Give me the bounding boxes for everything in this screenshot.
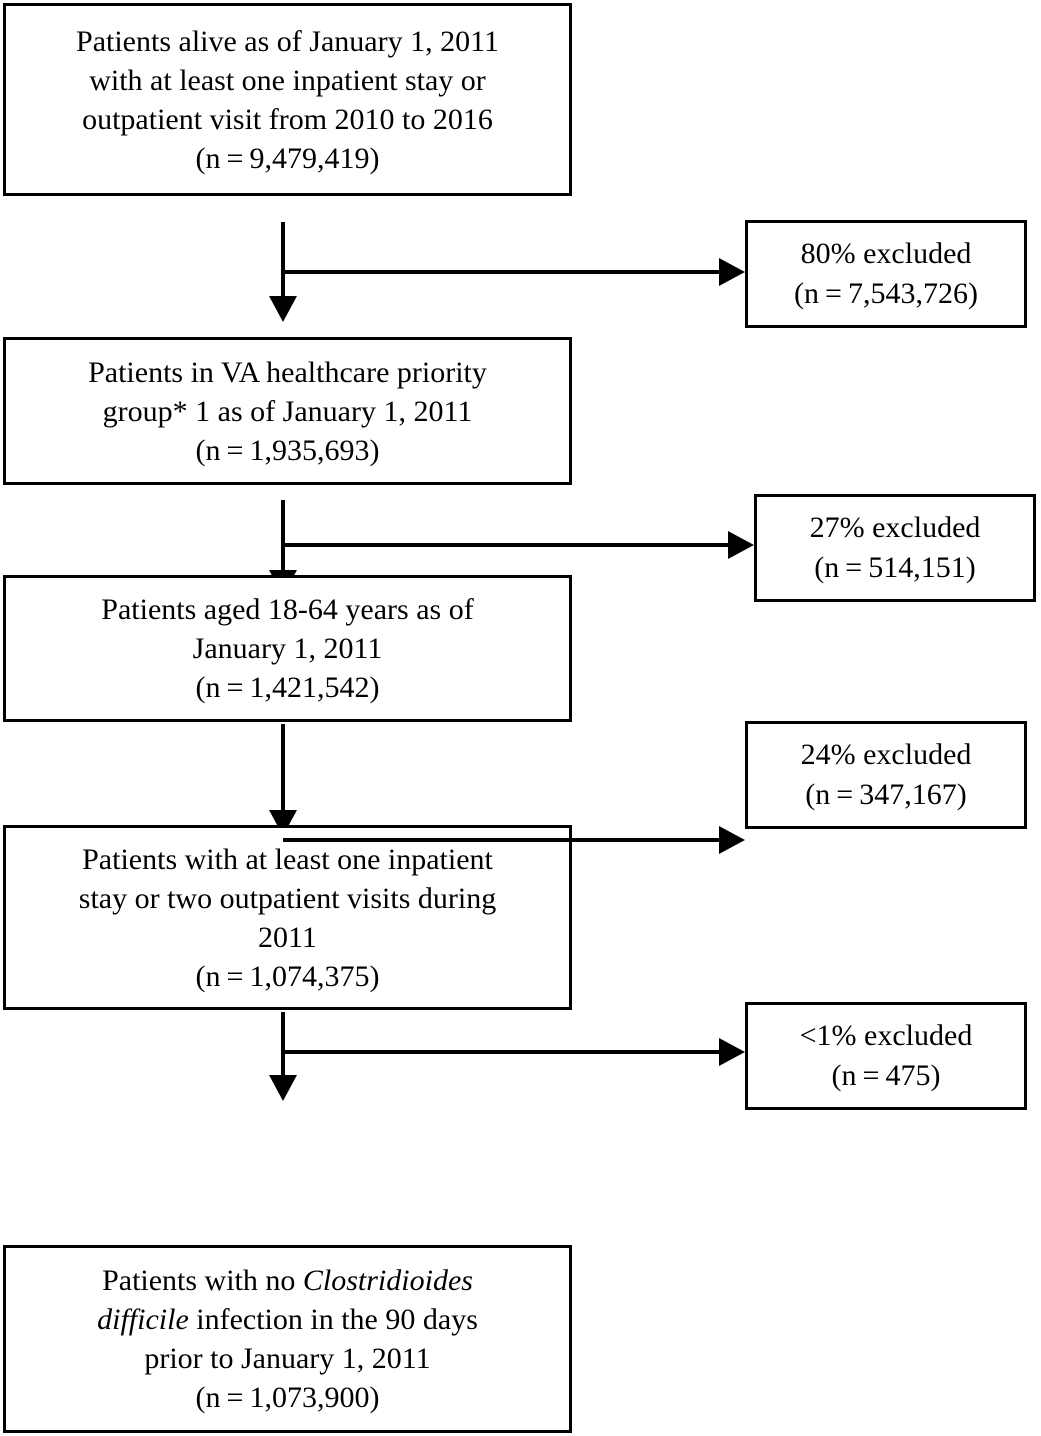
connector-arrow-right-3 — [719, 826, 745, 854]
connector-arrow-down-4 — [269, 1075, 297, 1101]
final-line1-prefix: Patients with no — [102, 1264, 303, 1297]
final-line2-italic: difficile — [97, 1303, 189, 1336]
exclusion-box-1: 80% excluded (n = 7,543,726) — [745, 220, 1027, 328]
cohort-box-1-text: Patients alive as of January 1, 2011 wit… — [76, 24, 499, 175]
connector-arrow-down-1 — [269, 296, 297, 322]
exclusion-box-4-text: <1% excluded (n = 475) — [799, 1018, 973, 1092]
cohort-box-5-text: Patients with no Clostridioides difficile… — [6, 1261, 569, 1417]
connector-horizontal-4 — [283, 1050, 725, 1054]
final-line1-italic: Clostridioides — [302, 1264, 473, 1297]
exclusion-box-3-text: 24% excluded (n = 347,167) — [800, 737, 972, 811]
connector-horizontal-1 — [283, 270, 725, 274]
exclusion-box-2: 27% excluded (n = 514,151) — [754, 494, 1036, 602]
cohort-box-1: Patients alive as of January 1, 2011 wit… — [3, 3, 572, 196]
exclusion-box-2-text: 27% excluded (n = 514,151) — [809, 510, 981, 584]
cohort-box-3: Patients aged 18-64 years as of January … — [3, 575, 572, 722]
exclusion-box-4: <1% excluded (n = 475) — [745, 1002, 1027, 1110]
cohort-box-5-final: Patients with no Clostridioides difficile… — [3, 1245, 572, 1433]
connector-vertical-2 — [281, 500, 285, 578]
connector-arrow-right-4 — [719, 1038, 745, 1066]
connector-vertical-1 — [281, 222, 285, 304]
connector-vertical-3 — [281, 724, 285, 822]
cohort-box-2: Patients in VA healthcare priority group… — [3, 337, 572, 485]
final-line4: (n = 1,073,900) — [195, 1381, 380, 1414]
connector-arrow-right-2 — [728, 531, 754, 559]
final-line3: prior to January 1, 2011 — [144, 1342, 431, 1375]
exclusion-box-3: 24% excluded (n = 347,167) — [745, 721, 1027, 829]
exclusion-box-1-text: 80% excluded (n = 7,543,726) — [794, 236, 978, 310]
cohort-box-4: Patients with at least one inpatient sta… — [3, 825, 572, 1010]
cohort-box-4-text: Patients with at least one inpatient sta… — [78, 842, 497, 993]
cohort-box-2-text: Patients in VA healthcare priority group… — [88, 355, 487, 467]
final-line2-rest: infection in the 90 days — [188, 1303, 478, 1336]
cohort-box-3-text: Patients aged 18-64 years as of January … — [101, 593, 474, 704]
connector-horizontal-2 — [283, 543, 734, 547]
connector-arrow-right-1 — [719, 258, 745, 286]
connector-horizontal-3 — [283, 838, 725, 842]
